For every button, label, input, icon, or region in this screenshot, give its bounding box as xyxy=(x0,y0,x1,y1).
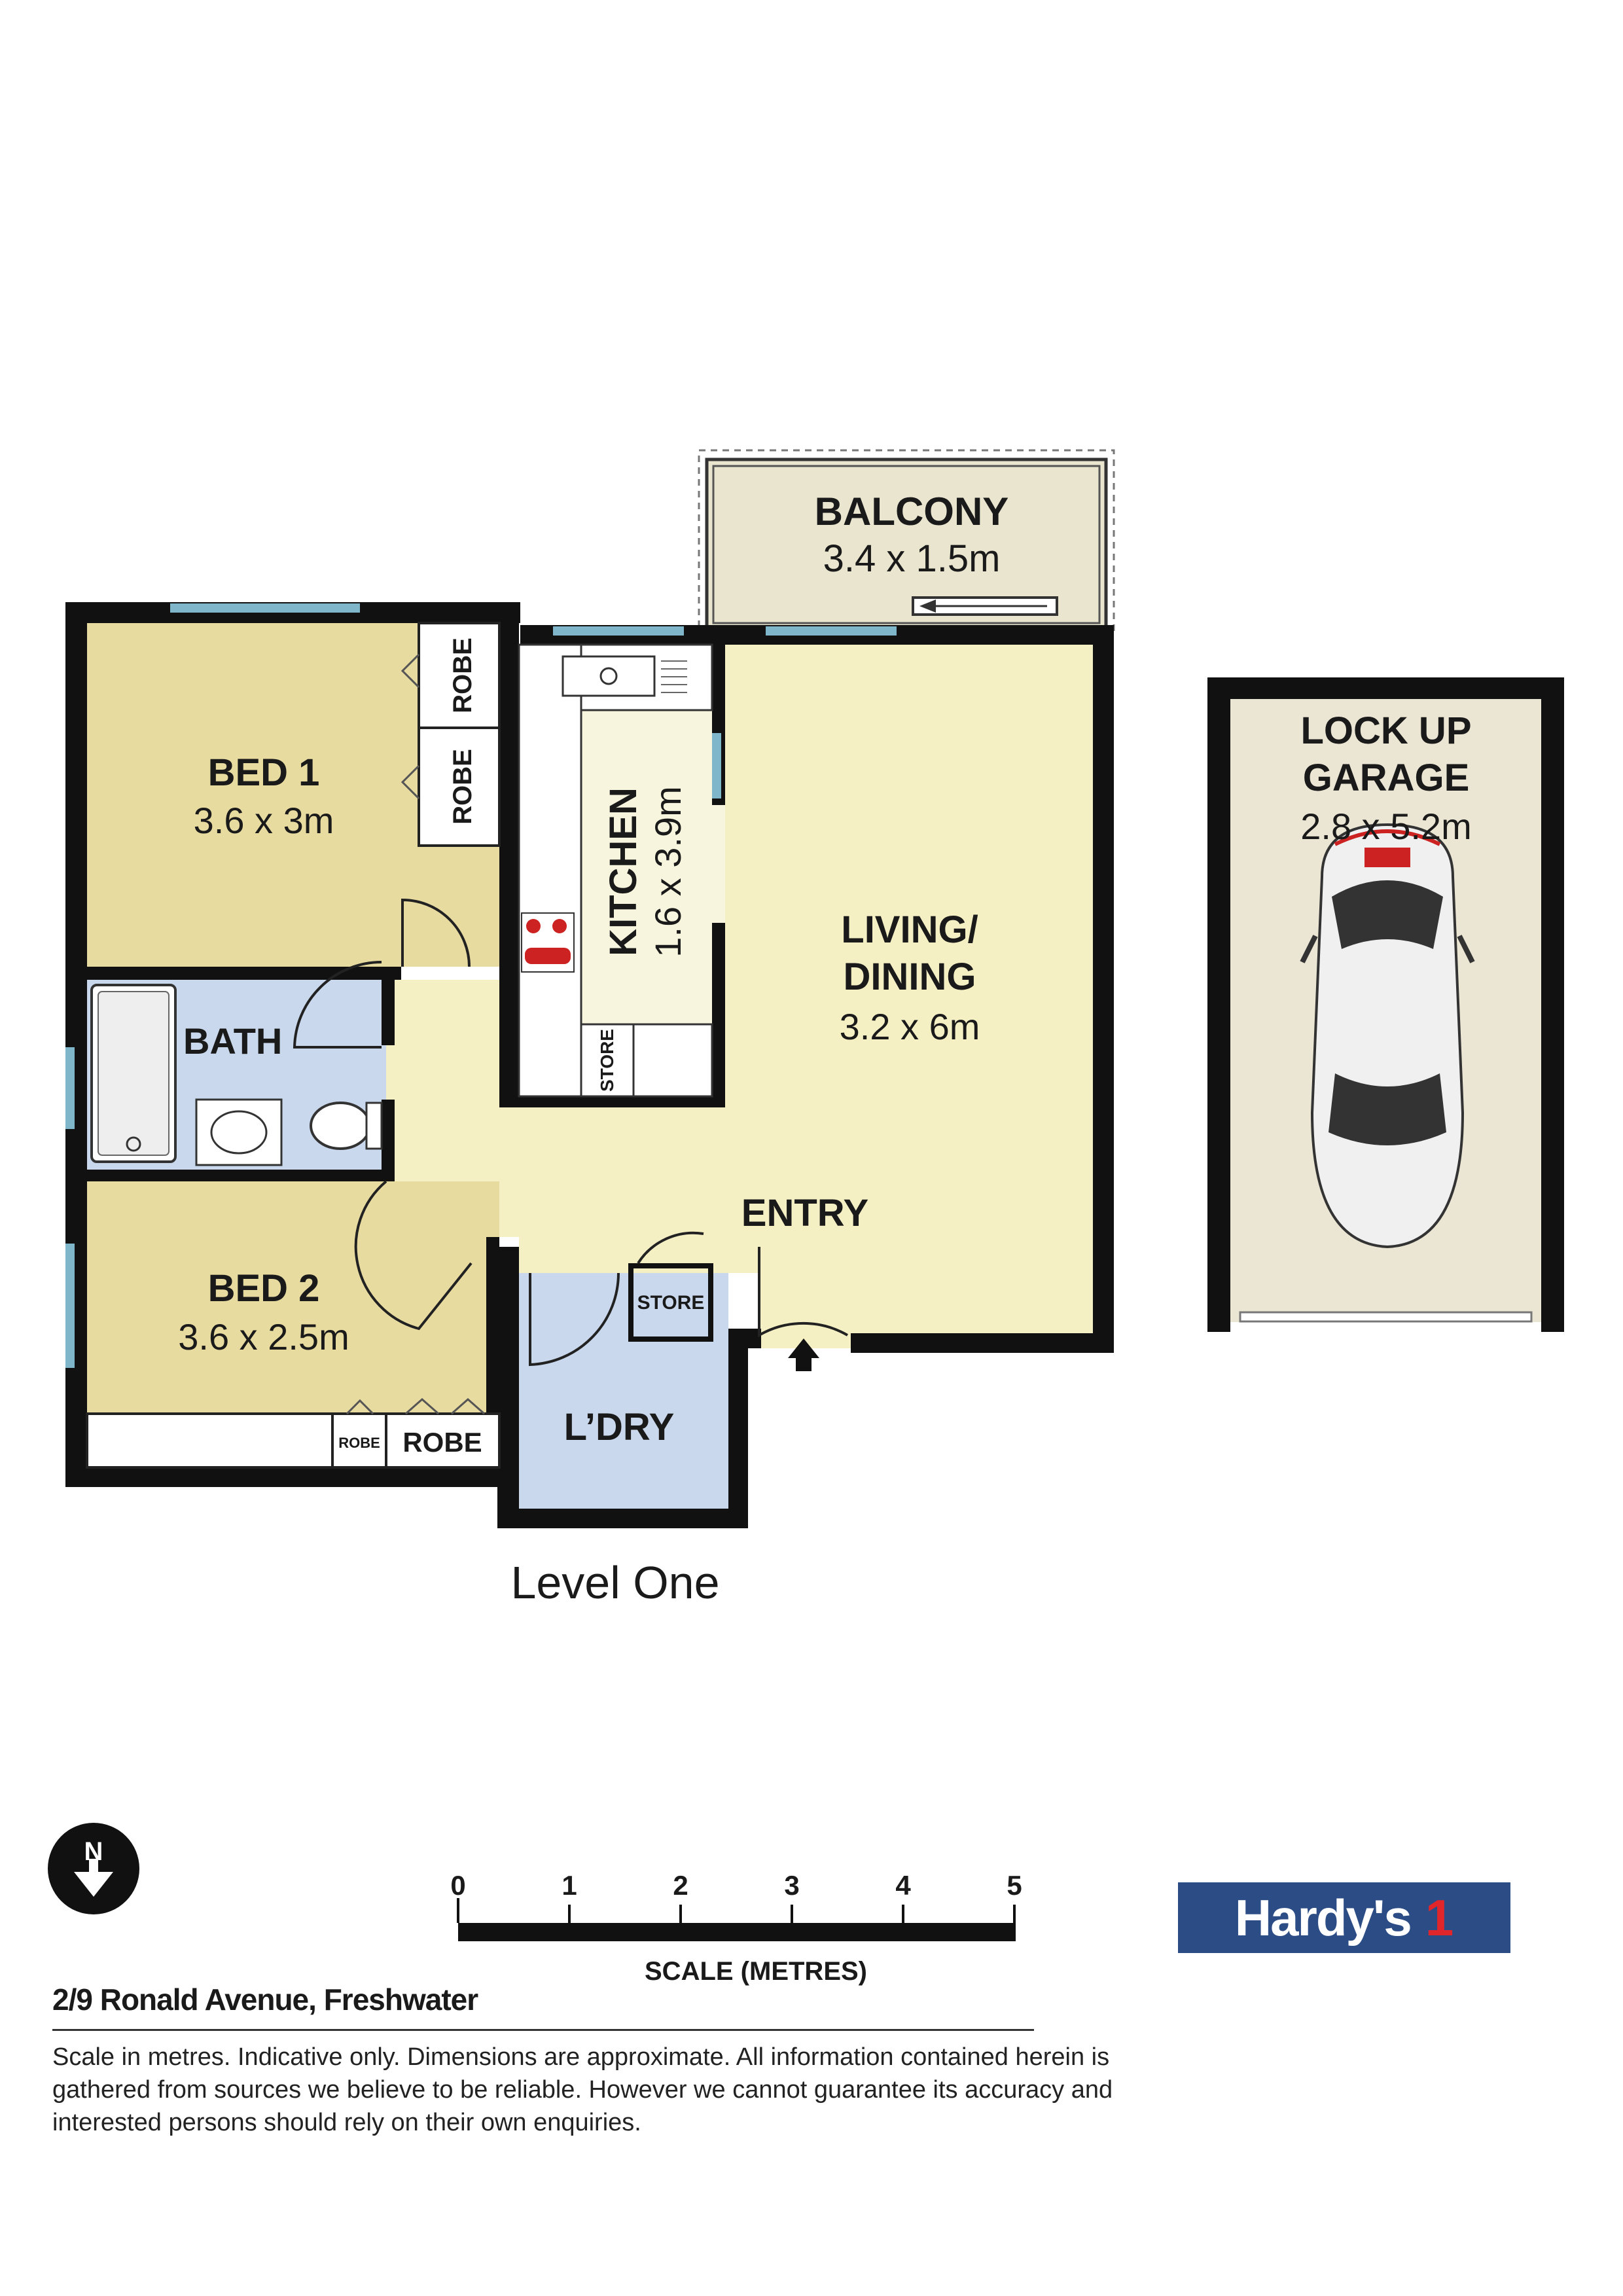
bed2-name: BED 2 xyxy=(208,1267,320,1310)
garage-name-line2: GARAGE xyxy=(1303,757,1470,799)
garage-name-line1: LOCK UP xyxy=(1301,709,1472,752)
kitchen-size: 1.6 x 3.9m xyxy=(647,786,688,957)
bath-name: BATH xyxy=(183,1020,282,1062)
scale-bar: 0 1 2 3 4 5 xyxy=(450,1870,1022,1941)
laundry-name: L’DRY xyxy=(564,1406,675,1448)
robe-label-2: ROBE xyxy=(448,749,477,825)
scale-tick-5: 5 xyxy=(1007,1870,1022,1901)
kitchen-fittings xyxy=(518,643,713,1098)
bed2-size: 3.6 x 2.5m xyxy=(178,1316,349,1357)
bed1-robes xyxy=(401,622,501,847)
floor-plan: BALCONY 3.4 x 1.5m BED 1 3.6 x 3m ROBE R… xyxy=(48,449,1564,1941)
scale-tick-3: 3 xyxy=(784,1870,799,1901)
brand-name: Hardy's xyxy=(1234,1888,1412,1946)
balcony-door-arrowhead xyxy=(919,600,936,613)
scale-tick-1: 1 xyxy=(562,1870,577,1901)
bed2-area xyxy=(87,1181,499,1422)
doors xyxy=(293,898,848,1367)
balcony-name: BALCONY xyxy=(815,490,1009,533)
scale-label: SCALE (METRES) xyxy=(645,1957,867,1986)
store-label-2: STORE xyxy=(637,1292,705,1314)
scale-tick-0: 0 xyxy=(450,1870,465,1901)
windows xyxy=(65,603,897,1368)
balcony-outline xyxy=(698,449,1115,637)
disclaimer-text: Scale in metres. Indicative only. Dimens… xyxy=(52,2043,1113,2136)
brand-number: 1 xyxy=(1425,1888,1454,1946)
balcony-size: 3.4 x 1.5m xyxy=(823,537,1001,580)
living-name-line1: LIVING/ xyxy=(841,908,978,951)
scale-tick-4: 4 xyxy=(895,1870,911,1901)
north-compass: N xyxy=(48,1823,139,1914)
bed2-robes xyxy=(86,1398,501,1469)
kitchen-name: KITCHEN xyxy=(602,787,645,956)
footer-divider xyxy=(52,2029,1034,2031)
entry-arrow-icon xyxy=(788,1338,819,1371)
store-label-1: STORE xyxy=(597,1029,617,1092)
balcony-rail-inner xyxy=(712,465,1101,624)
robe-label-1: ROBE xyxy=(448,637,477,713)
scale-tick-2: 2 xyxy=(673,1870,688,1901)
level-label: Level One xyxy=(510,1557,719,1608)
brand-logo: Hardy's 1 xyxy=(1178,1882,1510,1953)
property-address: 2/9 Ronald Avenue, Freshwater xyxy=(52,1982,478,2017)
compass-arrow-icon xyxy=(74,1872,113,1897)
laundry-area xyxy=(519,1273,728,1509)
living-size: 3.2 x 6m xyxy=(840,1006,980,1047)
bed1-size: 3.6 x 3m xyxy=(194,800,334,841)
entry-name: ENTRY xyxy=(741,1192,868,1234)
garage-size: 2.8 x 5.2m xyxy=(1300,806,1471,847)
living-name-line2: DINING xyxy=(844,956,976,998)
bath-fittings xyxy=(90,984,383,1166)
garage-door xyxy=(1239,1311,1533,1323)
bed1-name: BED 1 xyxy=(208,751,320,794)
living-entry-area xyxy=(386,645,1093,1348)
car-icon xyxy=(1300,823,1475,1249)
garage-walls xyxy=(1207,677,1564,1332)
robe-label-3: ROBE xyxy=(338,1435,380,1451)
robe-label-4: ROBE xyxy=(402,1427,482,1458)
